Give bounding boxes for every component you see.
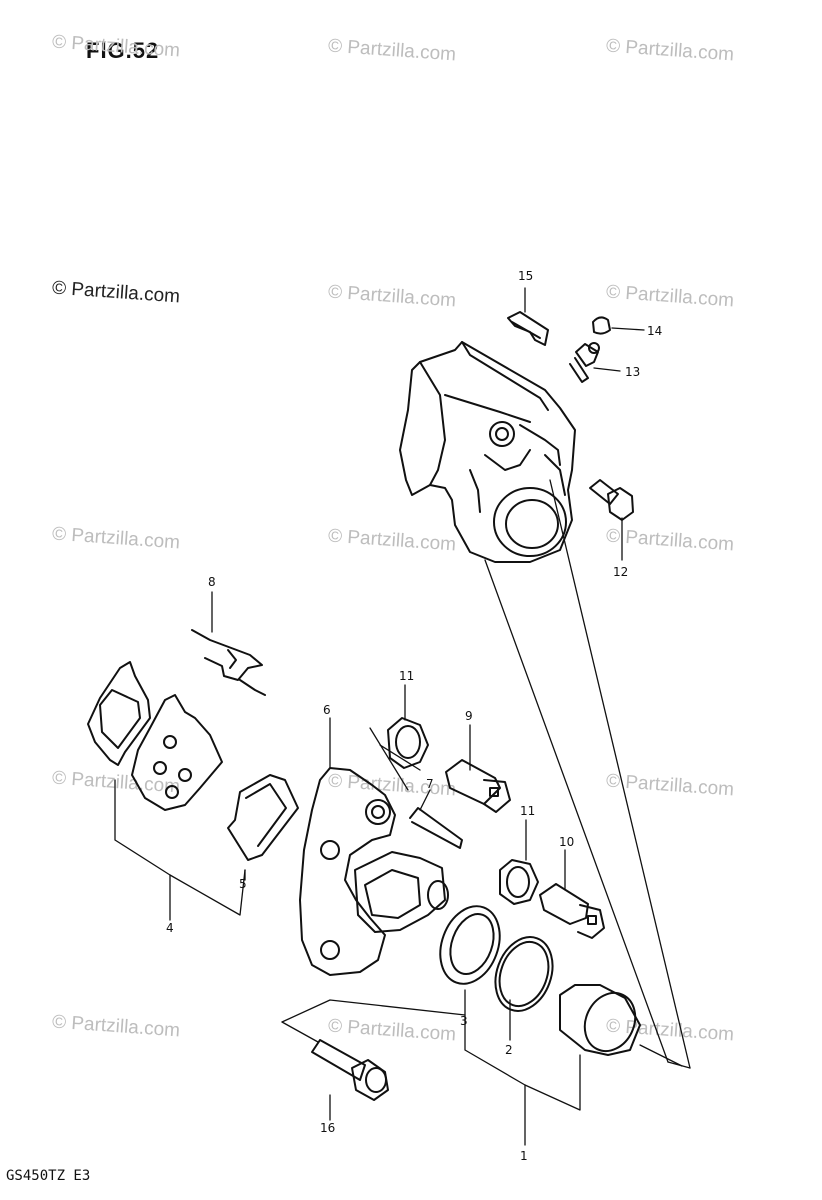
pad-spring-clip-drawing <box>507 311 549 346</box>
callout-11-upper: 11 <box>399 669 414 683</box>
pad-shim-drawing <box>227 774 299 861</box>
callout-1: 1 <box>520 1149 528 1163</box>
callout-3: 3 <box>460 1014 468 1028</box>
callout-5: 5 <box>239 877 247 891</box>
leader-lines <box>114 287 691 1146</box>
callout-11-lower: 11 <box>520 804 535 818</box>
callout-12: 12 <box>613 565 628 579</box>
piston-drawing <box>559 984 641 1056</box>
callout-numbers: 15 14 13 12 8 11 9 6 7 11 10 5 4 3 2 16 … <box>166 269 662 1163</box>
pad-spring-drawing <box>191 629 266 696</box>
mounting-bolt-drawing <box>311 1039 389 1101</box>
caliper-body-drawing <box>399 341 576 563</box>
callout-14: 14 <box>647 324 662 338</box>
union-bolt-drawing <box>589 479 634 521</box>
dust-seal-drawing <box>439 905 501 985</box>
bleeder-cap-drawing <box>592 316 611 335</box>
callout-2: 2 <box>505 1043 513 1057</box>
figure-title: FIG.52 <box>86 38 160 63</box>
callout-9: 9 <box>465 709 473 723</box>
callout-4: 4 <box>166 921 174 935</box>
callout-16: 16 <box>320 1121 335 1135</box>
dust-boot-lower-drawing <box>499 859 539 905</box>
model-code: GS450TZ E3 <box>6 1168 91 1184</box>
piston-seal-drawing <box>494 936 554 1012</box>
callout-10: 10 <box>559 835 574 849</box>
callout-8: 8 <box>208 575 216 589</box>
brake-pad-drawing <box>87 661 223 811</box>
callout-7: 7 <box>426 777 434 791</box>
caliper-bracket-drawing <box>299 767 449 976</box>
dust-boot-upper-drawing <box>387 717 429 769</box>
slide-bolt-drawing <box>539 883 605 939</box>
callout-13: 13 <box>625 365 640 379</box>
slide-pin-drawing <box>445 759 511 813</box>
callout-15: 15 <box>518 269 533 283</box>
callout-6: 6 <box>323 703 331 717</box>
retaining-pin-drawing <box>409 807 463 849</box>
bleeder-valve-drawing <box>569 342 600 383</box>
